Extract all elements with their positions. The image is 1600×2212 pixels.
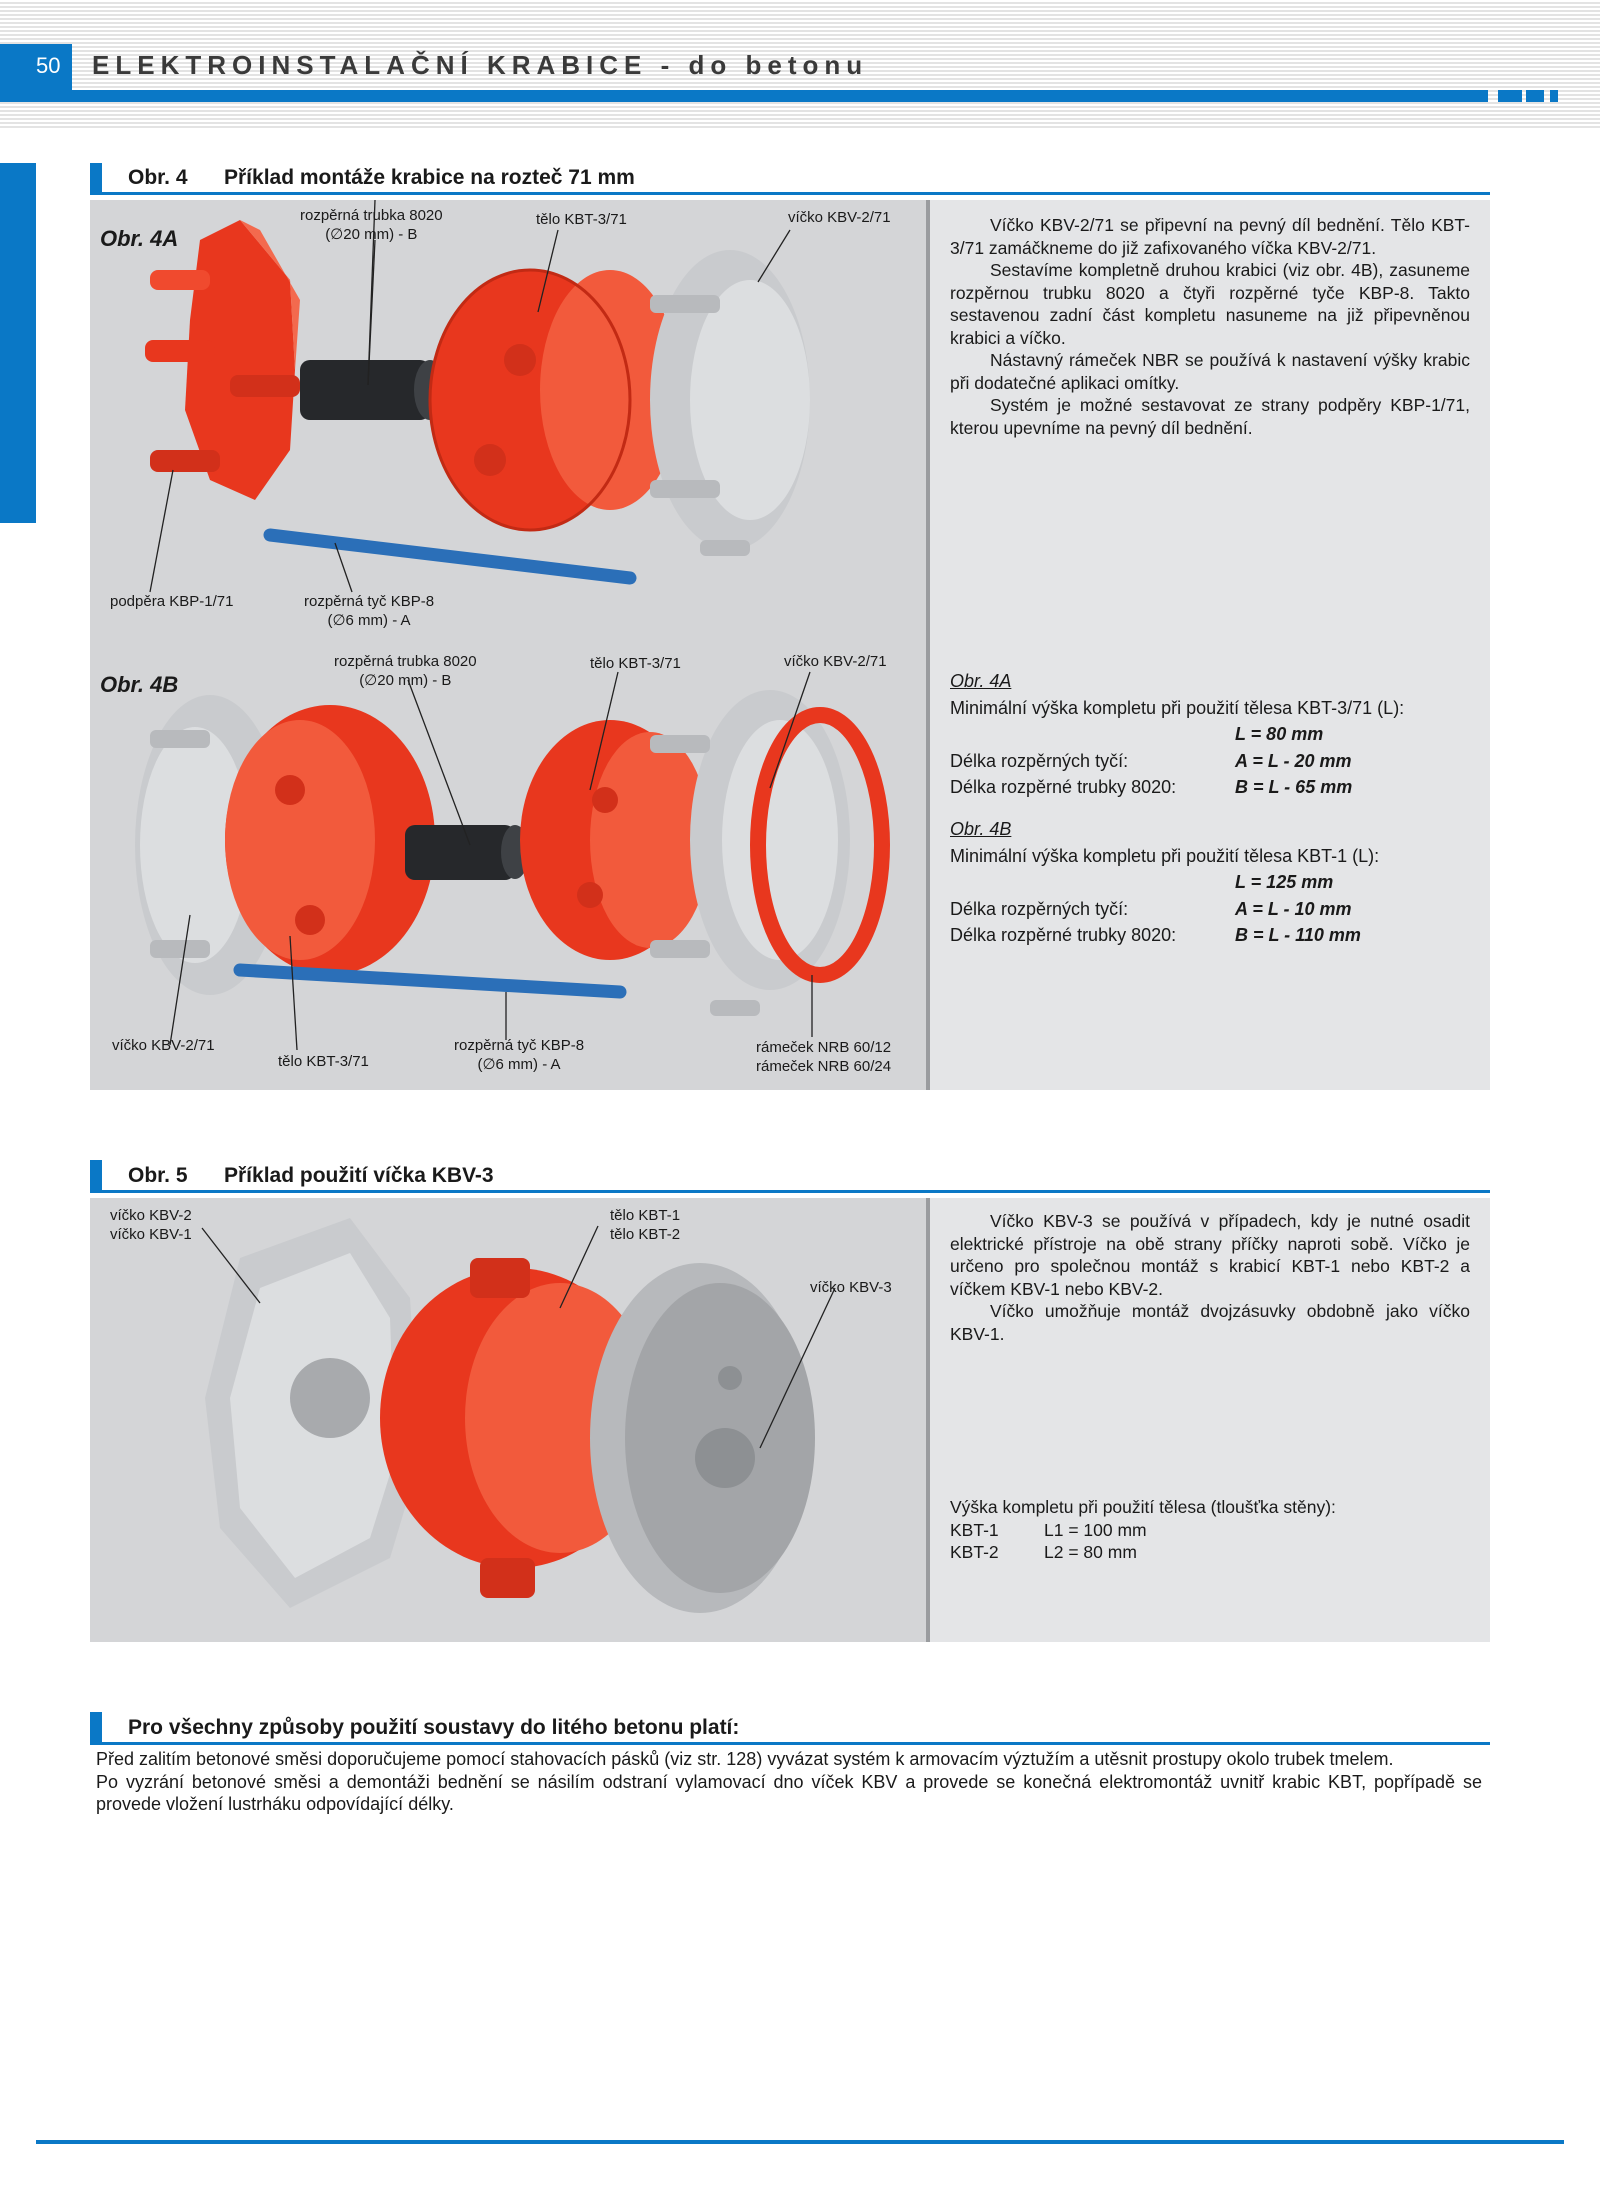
spec-min-height: Minimální výška kompletu při použití těl… — [950, 845, 1380, 866]
header-square — [1526, 90, 1544, 102]
footer-rule — [36, 2140, 1564, 2144]
height-type: KBT-1 — [950, 1519, 999, 1540]
rod-kbp8-shape — [263, 528, 637, 585]
general-text: Před zalitím betonové směsi doporučujeme… — [96, 1748, 1482, 1816]
header-rule — [0, 90, 1488, 102]
fig5-description: Víčko KBV-3 se používá v případech, kdy … — [950, 1210, 1470, 1345]
paragraph: Víčko umožňuje montáž dvojzásuvky obdobn… — [950, 1301, 1470, 1344]
fig4b-label: Obr. 4B — [100, 672, 179, 697]
callout-rod-4a: rozpěrná tyč KBP-8(∅6 mm) - A — [304, 593, 435, 629]
paragraph: Víčko KBV-3 se používá v případech, kdy … — [950, 1211, 1470, 1299]
header-square — [1498, 90, 1522, 102]
fig5-title: Příklad použití víčka KBV-3 — [224, 1164, 494, 1187]
rod-kbp8-shape-b — [233, 963, 627, 999]
section-marker — [90, 1160, 102, 1190]
spec-tube-value: B = L - 65 mm — [1235, 777, 1353, 797]
paragraph: Víčko KBV-2/71 se připevní na pevný díl … — [950, 215, 1470, 258]
spec-tube-label: Délka rozpěrné trubky 8020: — [950, 925, 1177, 945]
fig5-heights: Výška kompletu při použití tělesa (tlouš… — [950, 1496, 1470, 1564]
paragraph: Sestavíme kompletně druhou krabici (viz … — [950, 260, 1470, 348]
spec-rods-value: A = L - 10 mm — [1235, 898, 1352, 919]
section-rule — [90, 1190, 1490, 1193]
spec-rods-label: Délka rozpěrných tyčí: — [950, 750, 1129, 771]
paragraph: Po vyzrání betonové směsi a demontáži be… — [96, 1771, 1482, 1815]
body-left-shape — [225, 705, 435, 975]
spec-L: L = 125 mm — [1235, 872, 1334, 892]
panel-divider — [926, 1198, 930, 1642]
callout-tube-4a: rozpěrná trubka 8020(∅20 mm) - B — [300, 207, 443, 243]
panel-divider — [926, 200, 930, 1090]
general-title: Pro všechny způsoby použití soustavy do … — [128, 1716, 740, 1739]
height-value: L1 = 100 mm — [1044, 1519, 1147, 1540]
paragraph: Před zalitím betonové směsi doporučujeme… — [96, 1749, 1394, 1769]
fig4-title: Příklad montáže krabice na rozteč 71 mm — [224, 166, 635, 189]
section-marker — [90, 1712, 102, 1742]
callout-lid-top-4b: víčko KBV-2/71 — [784, 653, 887, 670]
callout-body-top-4b: tělo KBT-3/71 — [590, 655, 681, 672]
height-type: KBT-2 — [950, 1542, 999, 1562]
fig5-exploded-drawing — [201, 1218, 836, 1613]
fig5-number: Obr. 5 — [128, 1164, 188, 1187]
section-rule — [90, 1742, 1490, 1745]
fig4-number: Obr. 4 — [128, 166, 188, 189]
callout-body-4a: tělo KBT-3/71 — [536, 211, 627, 228]
fig5-text-panel — [930, 1198, 1490, 1642]
paragraph: Nástavný rámeček NBR se používá k nastav… — [950, 350, 1470, 393]
callout-body-bottom-4b: tělo KBT-3/71 — [278, 1053, 369, 1070]
height-value: L2 = 80 mm — [1044, 1542, 1137, 1562]
spec-ref: Obr. 4B — [950, 819, 1012, 839]
spec-tube-label: Délka rozpěrné trubky 8020: — [950, 777, 1177, 797]
fig4-text-panel — [930, 200, 1490, 1090]
body-right-shape — [520, 720, 710, 960]
lid-right-shape — [650, 690, 850, 1016]
heights-title: Výška kompletu při použití tělesa (tlouš… — [950, 1497, 1336, 1517]
page-title: ELEKTROINSTALAČNÍ KRABICE - do betonu — [92, 50, 869, 80]
spec-ref: Obr. 4A — [950, 671, 1012, 691]
fig4a-label: Obr. 4A — [100, 226, 179, 251]
spec-rods-label: Délka rozpěrných tyčí: — [950, 898, 1129, 919]
paragraph: Systém je možné sestavovat ze strany pod… — [950, 395, 1470, 438]
callout-rod-4b: rozpěrná tyč KBP-8(∅6 mm) - A — [454, 1037, 585, 1073]
page-number: 50 — [0, 44, 72, 96]
tube-8020-shape-b — [405, 825, 529, 880]
section-marker — [90, 163, 102, 193]
fig4b-exploded-drawing — [135, 671, 890, 1051]
spec-rods-value: A = L - 20 mm — [1235, 750, 1352, 771]
fig4a-exploded-drawing — [145, 199, 810, 593]
spec-min-height: Minimální výška kompletu při použití těl… — [950, 697, 1405, 718]
support-kbp-shape — [145, 220, 300, 500]
lid-kbv12-shape — [205, 1218, 420, 1608]
fig4b-specs: Obr. 4B Minimální výška kompletu při pou… — [950, 816, 1470, 949]
callout-lid3-5: víčko KBV-3 — [810, 1279, 892, 1296]
side-tab — [0, 163, 36, 523]
spec-L: L = 80 mm — [1235, 724, 1324, 744]
callout-lid-4a: víčko KBV-2/71 — [788, 209, 891, 226]
section-rule — [90, 192, 1490, 195]
body-kbt-shape — [428, 268, 680, 532]
callout-support-4a: podpěra KBP-1/71 — [110, 593, 234, 610]
lid-kbv3-shape — [590, 1263, 815, 1613]
spec-tube-value: B = L - 110 mm — [1235, 925, 1361, 945]
header-background — [0, 0, 1600, 130]
frame-nrb-shape — [750, 707, 890, 983]
fig4-description: Víčko KBV-2/71 se připevní na pevný díl … — [950, 214, 1470, 439]
callout-lid-bottom-4b: víčko KBV-2/71 — [112, 1037, 215, 1054]
lid-kbv-shape — [650, 250, 810, 556]
fig4a-specs: Obr. 4A Minimální výška kompletu při pou… — [950, 668, 1470, 801]
tube-8020-shape — [300, 360, 446, 420]
callout-tube-4b: rozpěrná trubka 8020(∅20 mm) - B — [334, 653, 477, 689]
header-square — [1550, 90, 1558, 102]
